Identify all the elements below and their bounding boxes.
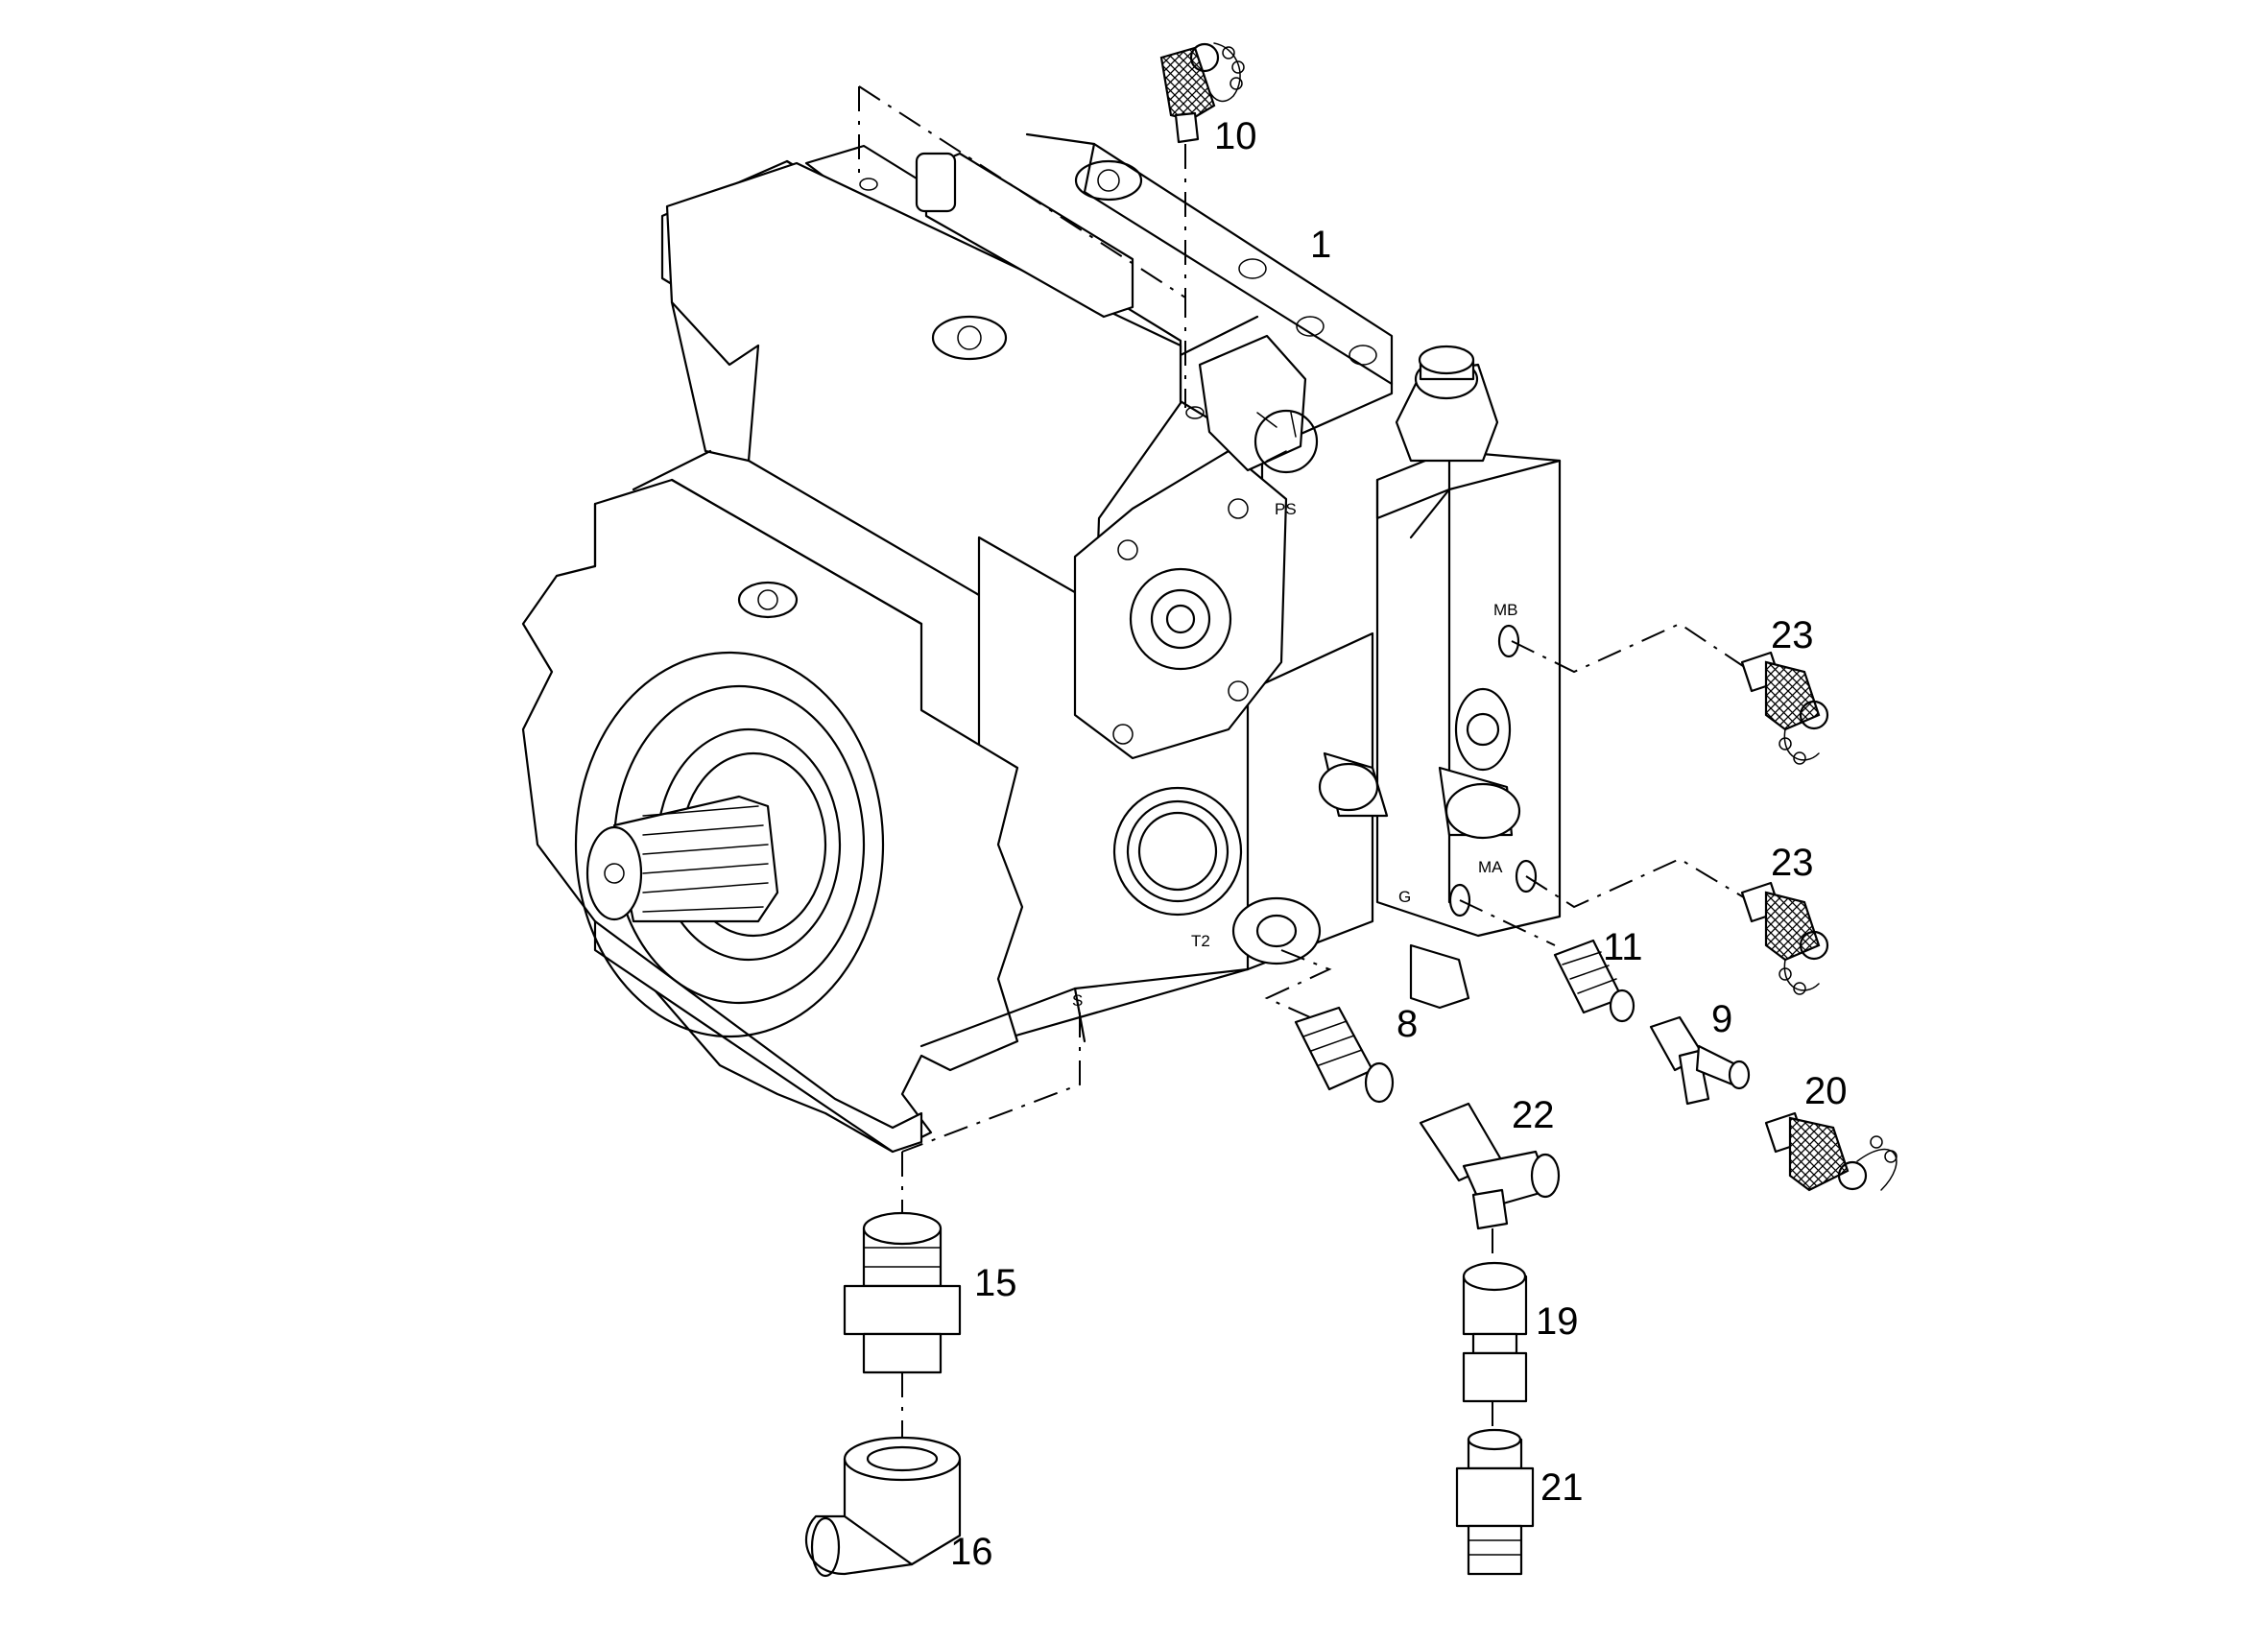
callout-23-upper: 23 [1771,614,1814,656]
callout-20: 20 [1804,1070,1848,1112]
fitting-19-coupling [1462,1261,1528,1403]
fitting-23-lower-cap [1740,881,1829,995]
fitting-8-nipple [1294,1006,1395,1104]
fitting-23-upper-cap [1740,651,1829,765]
port-label-mb: MB [1493,601,1518,619]
port-label-ma: MA [1478,858,1503,876]
fitting-11-nipple [1553,939,1635,1023]
fitting-10-cap [1159,42,1245,144]
callout-16: 16 [950,1531,993,1573]
callout-labels: 1 8 9 10 11 15 16 19 20 21 22 23 23 [950,115,1848,1573]
callout-22: 22 [1512,1094,1555,1136]
callout-9: 9 [1711,998,1732,1040]
callout-11: 11 [1603,926,1643,968]
port-labels: PS MB MA G T2 S [1072,500,1518,1010]
fitting-21-nipple [1455,1428,1535,1576]
fitting-16-elbow [804,1436,962,1578]
callout-1: 1 [1310,224,1331,266]
fitting-22-tee [1419,1102,1561,1230]
fitting-15-adapter [843,1211,962,1374]
fitting-20-cap [1764,1111,1898,1192]
callout-21: 21 [1540,1466,1584,1509]
callout-8: 8 [1397,1003,1418,1045]
port-label-s: S [1072,991,1083,1010]
callout-23-lower: 23 [1771,842,1814,884]
port-label-ps: PS [1275,500,1297,518]
port-label-t2: T2 [1191,932,1210,950]
callout-15: 15 [974,1262,1017,1304]
callout-19: 19 [1536,1300,1579,1343]
fitting-9-tee [1649,1015,1751,1106]
port-label-g: G [1398,888,1411,906]
callout-10: 10 [1214,115,1257,157]
pump-body [521,132,1562,1154]
